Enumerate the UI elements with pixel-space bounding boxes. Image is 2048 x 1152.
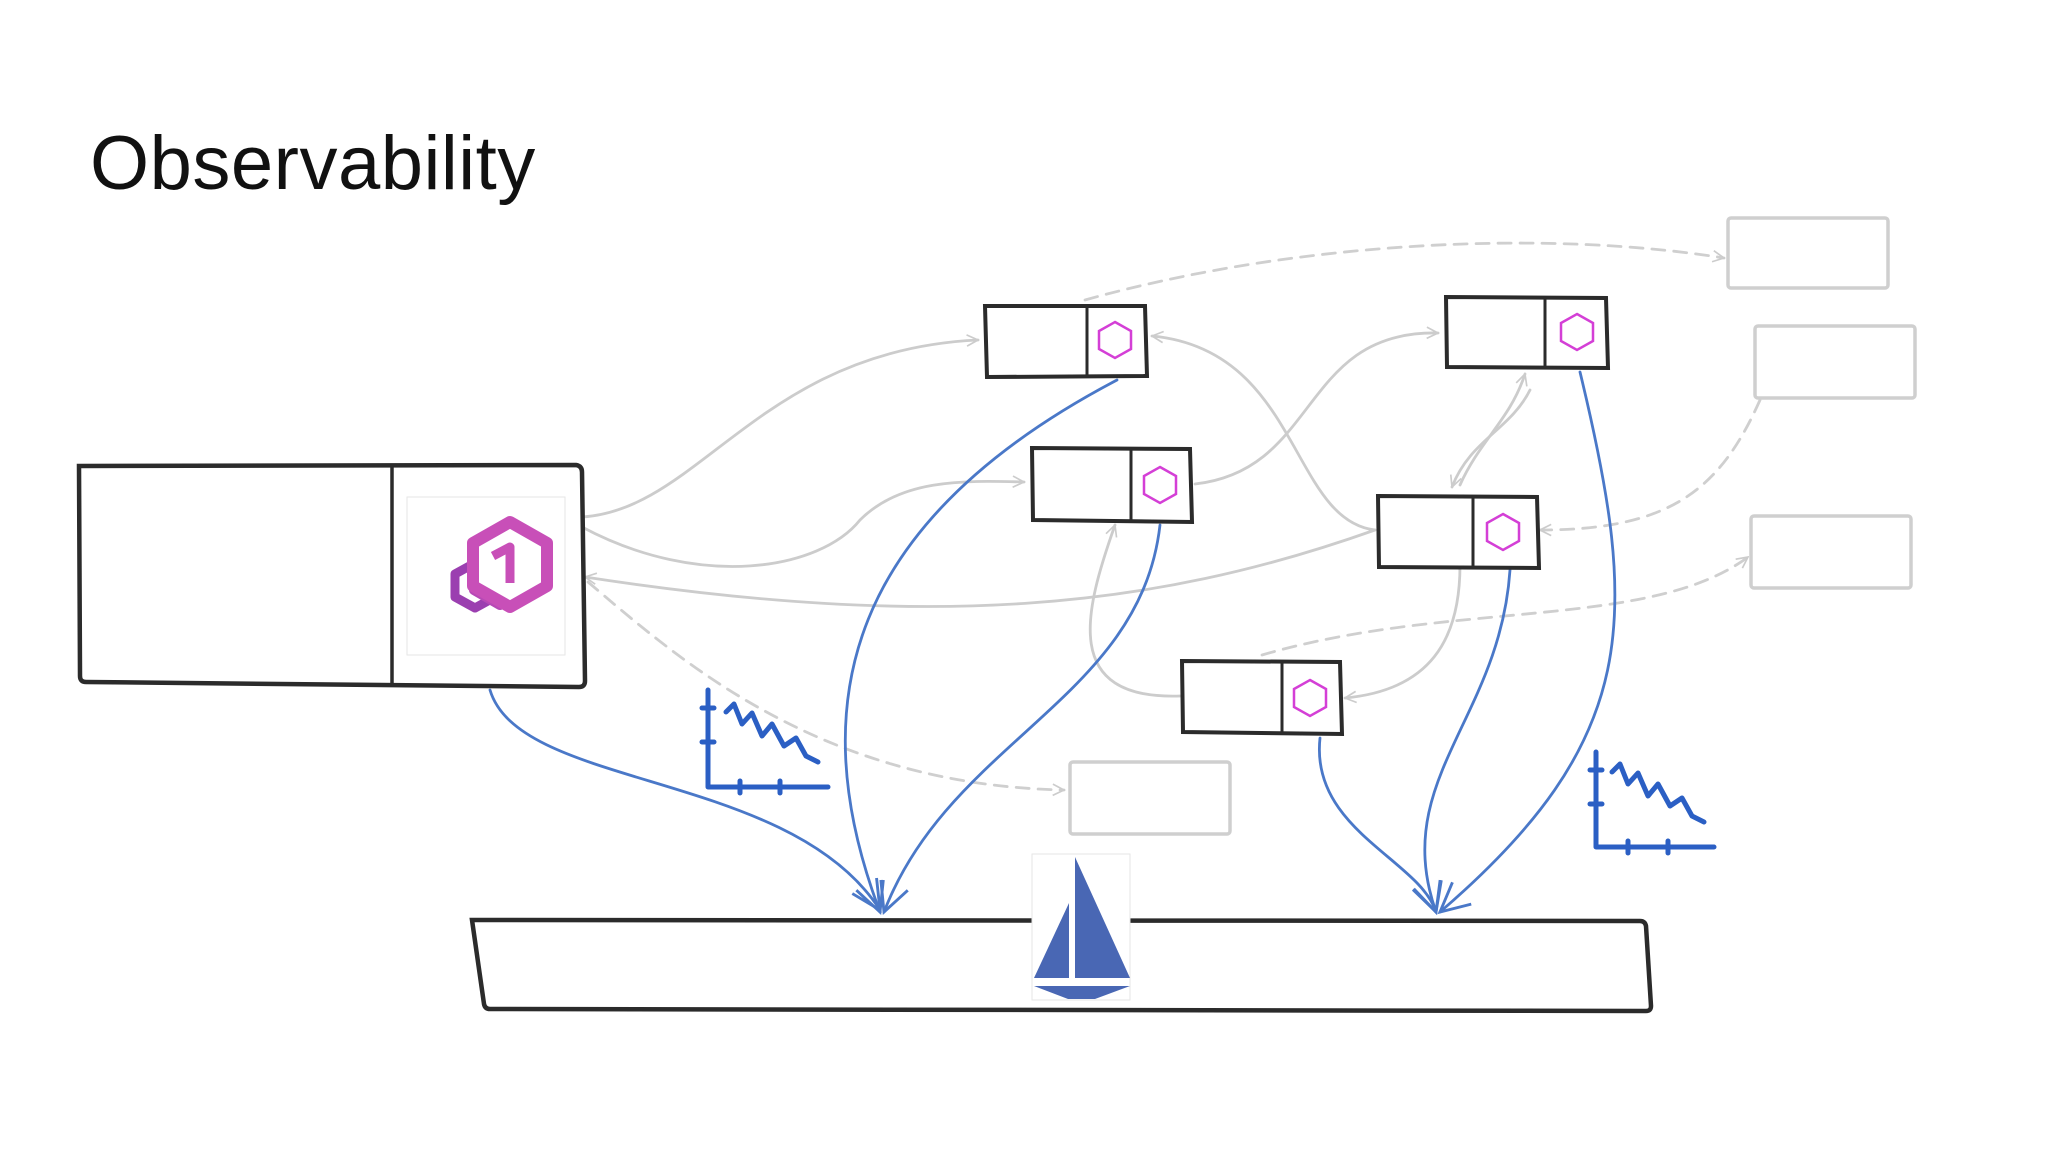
service-box xyxy=(1443,294,1611,371)
traffic-arrow xyxy=(1088,525,1182,698)
external-service-box xyxy=(1726,216,1890,290)
istio-sail-logo xyxy=(1034,857,1130,999)
envoy-sidecar-hexagon-icon xyxy=(1142,465,1178,505)
service-b xyxy=(1029,445,1195,525)
control-plane xyxy=(469,853,1654,1014)
traffic-arrow xyxy=(1345,563,1462,698)
traffic-arrow xyxy=(580,340,978,519)
service-box xyxy=(1029,445,1195,525)
service-box xyxy=(1179,658,1345,737)
telemetry-arrows xyxy=(488,370,1617,916)
external-traffic-arrows xyxy=(586,241,1762,790)
envoy-sidecar-hexagon-icon xyxy=(1559,312,1595,352)
telemetry-arrow xyxy=(843,378,1119,916)
ingress-gateway xyxy=(76,462,588,690)
telemetry-arrow xyxy=(1318,736,1443,916)
traffic-arrow xyxy=(1452,388,1532,487)
telemetry-arrow xyxy=(1437,370,1617,915)
external-service-box xyxy=(1749,514,1913,590)
metrics-chart-icon xyxy=(1587,749,1717,856)
telemetry-arrow xyxy=(879,523,1162,916)
telemetry-arrow xyxy=(1411,568,1512,916)
service-c xyxy=(1179,658,1345,737)
external-services xyxy=(1068,216,1917,836)
envoy-sidecar-hexagon-icon xyxy=(1292,678,1328,718)
service-box xyxy=(1375,493,1542,571)
metrics-chart-icon xyxy=(699,687,831,796)
slide-title: Observability xyxy=(90,121,536,206)
envoy-sidecar-hexagon-icon xyxy=(1097,320,1133,360)
traffic-arrow xyxy=(585,528,1377,608)
envoy-sidecar-hexagon-icon xyxy=(1485,512,1521,552)
external-service-box xyxy=(1753,324,1917,400)
traffic-arrow xyxy=(1152,336,1377,532)
service-box xyxy=(982,304,1150,380)
external-arrow xyxy=(1540,398,1762,530)
external-arrow xyxy=(1083,241,1724,302)
external-arrow xyxy=(1260,555,1748,657)
traffic-arrow xyxy=(580,481,1024,568)
telemetry-arrow xyxy=(488,688,882,913)
service-e xyxy=(1375,493,1542,571)
envoy-proxy-logo xyxy=(450,516,553,613)
service-d xyxy=(1443,294,1611,371)
traffic-arrow xyxy=(1193,333,1438,486)
external-service-box xyxy=(1068,760,1232,836)
traffic-arrow xyxy=(1458,374,1525,487)
service-a xyxy=(982,304,1150,380)
service-traffic-arrows xyxy=(580,333,1532,698)
external-arrow xyxy=(586,580,1064,790)
